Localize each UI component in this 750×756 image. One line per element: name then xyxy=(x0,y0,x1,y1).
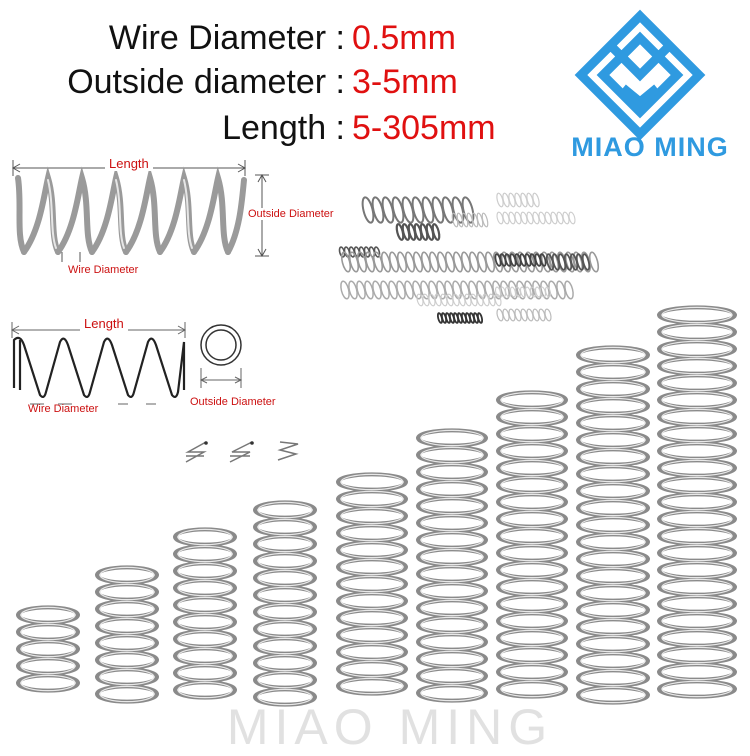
spec-label: Outside diameter : xyxy=(67,63,345,101)
cluster-spring xyxy=(494,253,547,267)
lineup-spring-highlight xyxy=(420,429,484,702)
cluster-spring xyxy=(340,251,600,273)
wire-diameter-label-bottom: Wire Diameter xyxy=(28,403,99,415)
lineup-spring xyxy=(253,500,317,707)
cluster-spring xyxy=(545,253,591,271)
spec-value: 0.5mm xyxy=(352,19,456,57)
wire-diameter-label-top: Wire Diameter xyxy=(68,264,139,276)
lineup-spring xyxy=(496,390,568,699)
lineup-spring-highlight xyxy=(340,473,404,695)
lineup-spring-highlight xyxy=(99,566,155,703)
cluster-spring xyxy=(395,223,441,241)
cluster-spring xyxy=(496,192,540,208)
mm-diamond-logo-icon xyxy=(574,9,706,141)
spec-value: 5-305mm xyxy=(352,109,496,147)
cluster-spring xyxy=(416,293,502,307)
length-label-bottom: Length xyxy=(80,316,128,331)
spec-outside-diameter: Outside diameter : 3-5mm xyxy=(0,62,750,102)
cluster-spring xyxy=(496,308,552,322)
lineup-spring xyxy=(173,527,237,700)
spec-length: Length : 5-305mm xyxy=(0,108,750,148)
spec-label: Length : xyxy=(222,109,345,147)
lineup-spring xyxy=(657,305,737,699)
lineup-spring-highlight xyxy=(500,391,564,698)
spec-wire-diameter: Wire Diameter : 0.5mm xyxy=(0,18,750,58)
spec-value: 3-5mm xyxy=(352,63,458,101)
lineup-spring-highlight xyxy=(20,606,76,692)
spec-label: Wire Diameter : xyxy=(108,19,345,57)
lineup-spring xyxy=(416,428,488,703)
brand-name: MIAO MING xyxy=(571,132,729,162)
brand-watermark: MIAO MING xyxy=(226,699,554,755)
lineup-spring-highlight xyxy=(580,346,646,704)
cluster-spring xyxy=(361,196,475,224)
outside-diameter-label-top: Outside Diameter xyxy=(248,208,334,220)
lineup-spring-highlight xyxy=(257,501,313,706)
cluster-spring xyxy=(494,286,552,298)
length-label-top: Length xyxy=(105,156,153,171)
lineup-spring-highlight xyxy=(177,528,233,699)
outside-diameter-label-bottom: Outside Diameter xyxy=(190,396,276,408)
cluster-spring xyxy=(436,312,484,324)
lineup-spring-highlight xyxy=(661,306,733,698)
cluster-spring xyxy=(451,212,489,228)
cluster-spring xyxy=(496,211,576,225)
